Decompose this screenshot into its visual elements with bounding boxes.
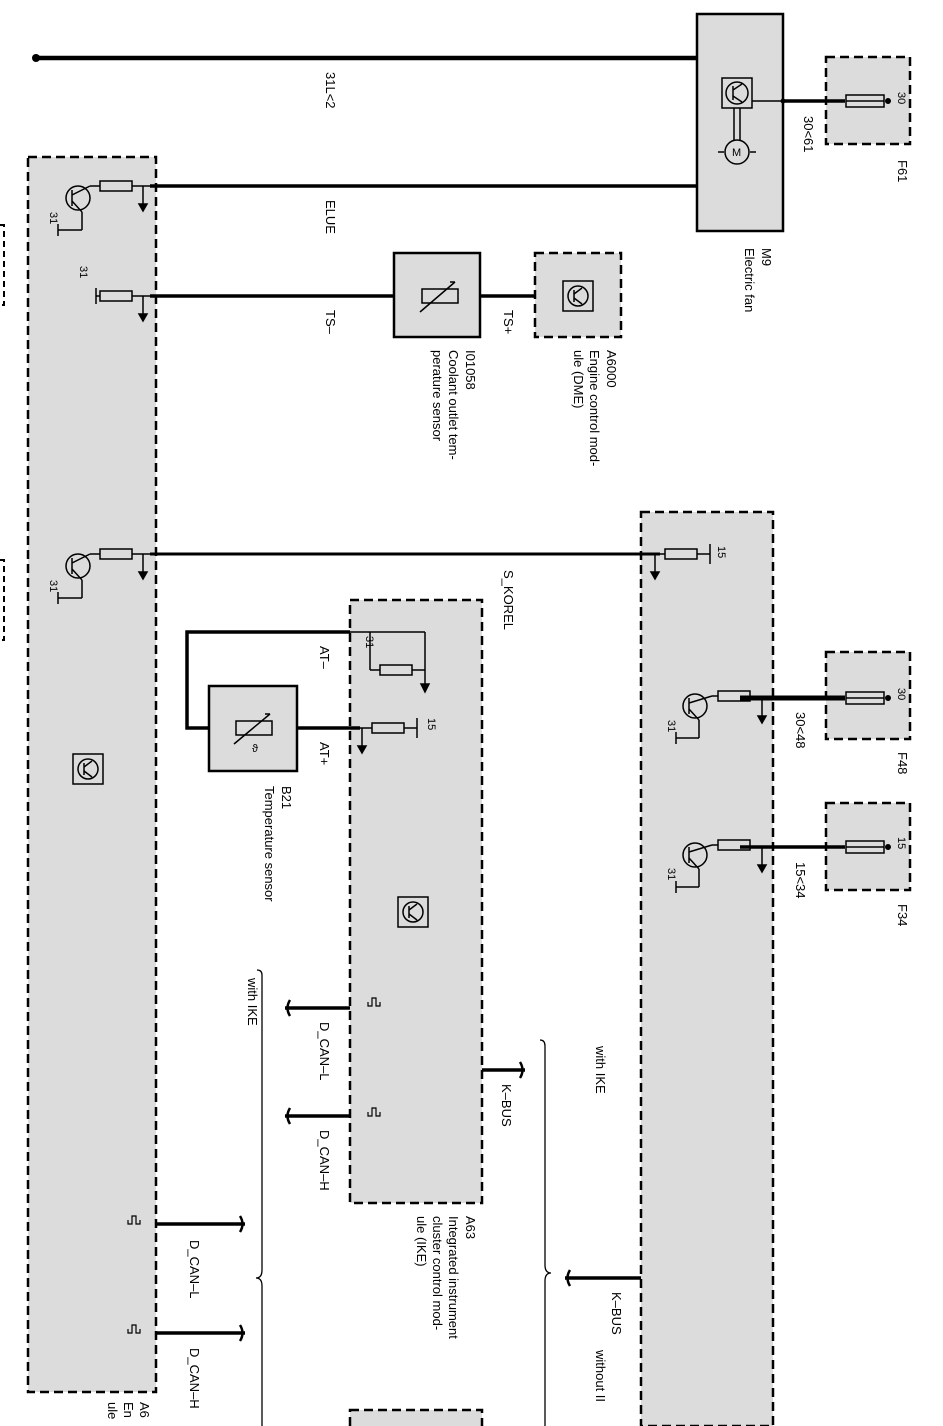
sensor-symbols: ϑ xyxy=(233,281,459,755)
bus-wave-symbols xyxy=(127,997,381,1334)
label-a6-partial-2: ule xyxy=(105,1402,120,1419)
svg-text:31: 31 xyxy=(77,266,89,278)
note-with-ike-right: with IKE xyxy=(593,1045,608,1094)
wire-ts-plus: TS+ xyxy=(501,310,516,334)
wire-dcanl-top: D_CAN–L xyxy=(317,1022,332,1081)
svg-text:M: M xyxy=(732,147,741,159)
label-f61: F61 xyxy=(895,160,910,182)
svg-text:31: 31 xyxy=(47,212,59,224)
svg-text:ϑ: ϑ xyxy=(252,743,258,755)
wire-s-korel: S_KOREL xyxy=(501,570,516,630)
label-m9-id: M9 xyxy=(759,248,774,266)
label-a6000-id: A6000 xyxy=(604,350,619,388)
label-a63-name2: cluster control mod- xyxy=(430,1216,445,1330)
label-f48: F48 xyxy=(895,752,910,774)
ecu-symbols xyxy=(72,280,594,928)
label-a6-partial-id: A6 xyxy=(137,1402,152,1418)
svg-text:31: 31 xyxy=(665,868,677,880)
label-a6-partial-1: En xyxy=(121,1402,136,1418)
note-with-ike-left: with IKE xyxy=(245,977,260,1026)
svg-text:15: 15 xyxy=(425,718,437,730)
wire-3061: 30<61 xyxy=(801,116,816,153)
label-a6000-name2: ule (DME) xyxy=(571,350,586,409)
label-i01058-name2: perature sensor xyxy=(430,350,445,442)
svg-text:30: 30 xyxy=(895,92,907,104)
wire-kbus-right: K–BUS xyxy=(609,1292,624,1335)
wire-31l2: 31L<2 xyxy=(323,72,338,109)
label-a6000-name1: Engine control mod- xyxy=(587,350,602,466)
brace-with-ike-right xyxy=(539,1039,552,1426)
label-m9-name: Electric fan xyxy=(742,248,757,312)
bracket-left-1 xyxy=(0,224,5,306)
wire-dcanh-bottom: D_CAN–H xyxy=(187,1348,202,1409)
label-a63-name1: Integrated instrument xyxy=(446,1216,461,1339)
label-a63-name3: ule (IKE) xyxy=(414,1216,429,1267)
wire-at-minus: AT– xyxy=(317,646,332,670)
brace-with-ike-left xyxy=(255,969,263,1426)
label-i01058-id: I01058 xyxy=(463,350,478,390)
module-right-control xyxy=(639,510,775,1426)
wire-dcanh-top: D_CAN–H xyxy=(317,1130,332,1191)
label-b21-name: Temperature sensor xyxy=(262,786,277,902)
svg-text:15: 15 xyxy=(715,546,727,558)
wire-ts-minus: TS– xyxy=(323,310,338,335)
label-b21-id: B21 xyxy=(279,786,294,809)
svg-text:31: 31 xyxy=(363,636,375,648)
module-a6-left xyxy=(26,155,158,1394)
svg-text:31: 31 xyxy=(47,580,59,592)
module-a6000 xyxy=(533,251,623,339)
module-a63 xyxy=(348,598,484,1205)
fuse-symbols xyxy=(845,94,885,854)
bracket-left-2 xyxy=(0,559,5,641)
note-without-ike: without II xyxy=(593,1349,608,1402)
wire-elue: ELUE xyxy=(323,200,338,234)
wire-kbus-a63: K–BUS xyxy=(499,1084,514,1127)
svg-text:31: 31 xyxy=(665,720,677,732)
svg-text:30: 30 xyxy=(895,688,907,700)
wire-dcanl-bottom: D_CAN–L xyxy=(187,1240,202,1299)
label-f34: F34 xyxy=(895,904,910,926)
fan-motor-symbol: M xyxy=(718,77,783,165)
wire-1534: 15<34 xyxy=(793,862,808,899)
label-a63-id: A63 xyxy=(463,1216,478,1239)
wire-at-plus: AT+ xyxy=(317,742,332,765)
label-i01058-name1: Coolant outlet tem- xyxy=(446,350,461,460)
module-bottom-partial xyxy=(348,1408,484,1426)
component-i01058-box xyxy=(392,251,482,339)
wire-3048: 30<48 xyxy=(793,712,808,749)
svg-text:15: 15 xyxy=(895,837,907,849)
driver-symbols xyxy=(57,180,768,893)
